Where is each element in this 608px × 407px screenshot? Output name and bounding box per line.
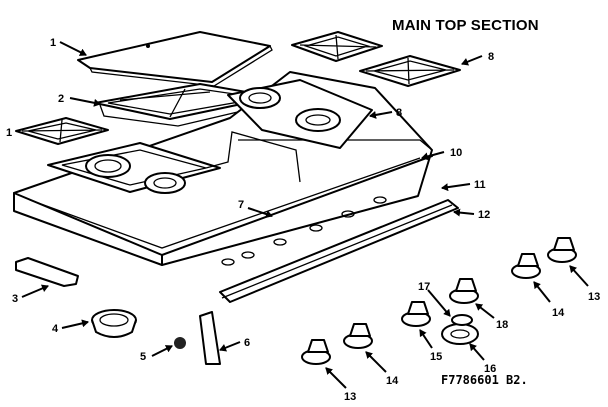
knob-13-right <box>547 237 577 263</box>
control-knobs <box>301 237 577 365</box>
callout-6: 6 <box>244 337 250 349</box>
knob-13-left <box>301 339 331 365</box>
callout-8-top: 8 <box>488 51 494 63</box>
callout-14-right: 14 <box>552 307 565 319</box>
knob-14-right <box>511 253 541 279</box>
mounting-bracket <box>15 257 79 287</box>
callout-8-mid: 8 <box>396 107 402 119</box>
knob-16 <box>441 323 479 345</box>
callout-3: 3 <box>12 293 18 305</box>
callout-15: 15 <box>430 351 442 363</box>
callout-2: 2 <box>58 93 64 105</box>
burner-cap-cup <box>91 309 137 338</box>
knob-17 <box>451 314 473 326</box>
knob-15 <box>401 301 431 327</box>
knob-18 <box>449 278 479 304</box>
callout-18: 18 <box>496 319 508 331</box>
callout-10: 10 <box>450 147 462 159</box>
callout-14-left: 14 <box>386 375 399 387</box>
knob-14-left <box>343 323 373 349</box>
callout-17: 17 <box>418 281 430 293</box>
top-cover-panel <box>77 31 273 87</box>
callout-11: 11 <box>474 179 486 191</box>
callout-13-right: 13 <box>588 291 600 303</box>
diagram-title: MAIN TOP SECTION <box>392 17 539 34</box>
callout-16: 16 <box>484 363 496 375</box>
callout-13-left: 13 <box>344 391 356 403</box>
burner-grate-left <box>15 117 109 145</box>
callout-7: 7 <box>238 199 244 211</box>
cooktop-main-tray <box>13 71 433 266</box>
front-trim-strip <box>219 199 459 303</box>
spacer-post <box>199 311 221 365</box>
burner-grate-top-right <box>291 31 383 62</box>
callout-labels: 1 2 3 4 5 6 7 8 8 1 10 11 12 13 13 14 14… <box>6 37 600 403</box>
leader-arrows <box>21 41 589 389</box>
screw <box>174 337 186 349</box>
burner-grate-right-small <box>359 55 461 87</box>
drawing-code: F7786601 B2. <box>441 373 528 387</box>
callout-4: 4 <box>52 323 59 335</box>
callout-1-left: 1 <box>6 127 12 139</box>
callout-1: 1 <box>50 37 56 49</box>
callout-5: 5 <box>140 351 146 363</box>
callout-12: 12 <box>478 209 490 221</box>
